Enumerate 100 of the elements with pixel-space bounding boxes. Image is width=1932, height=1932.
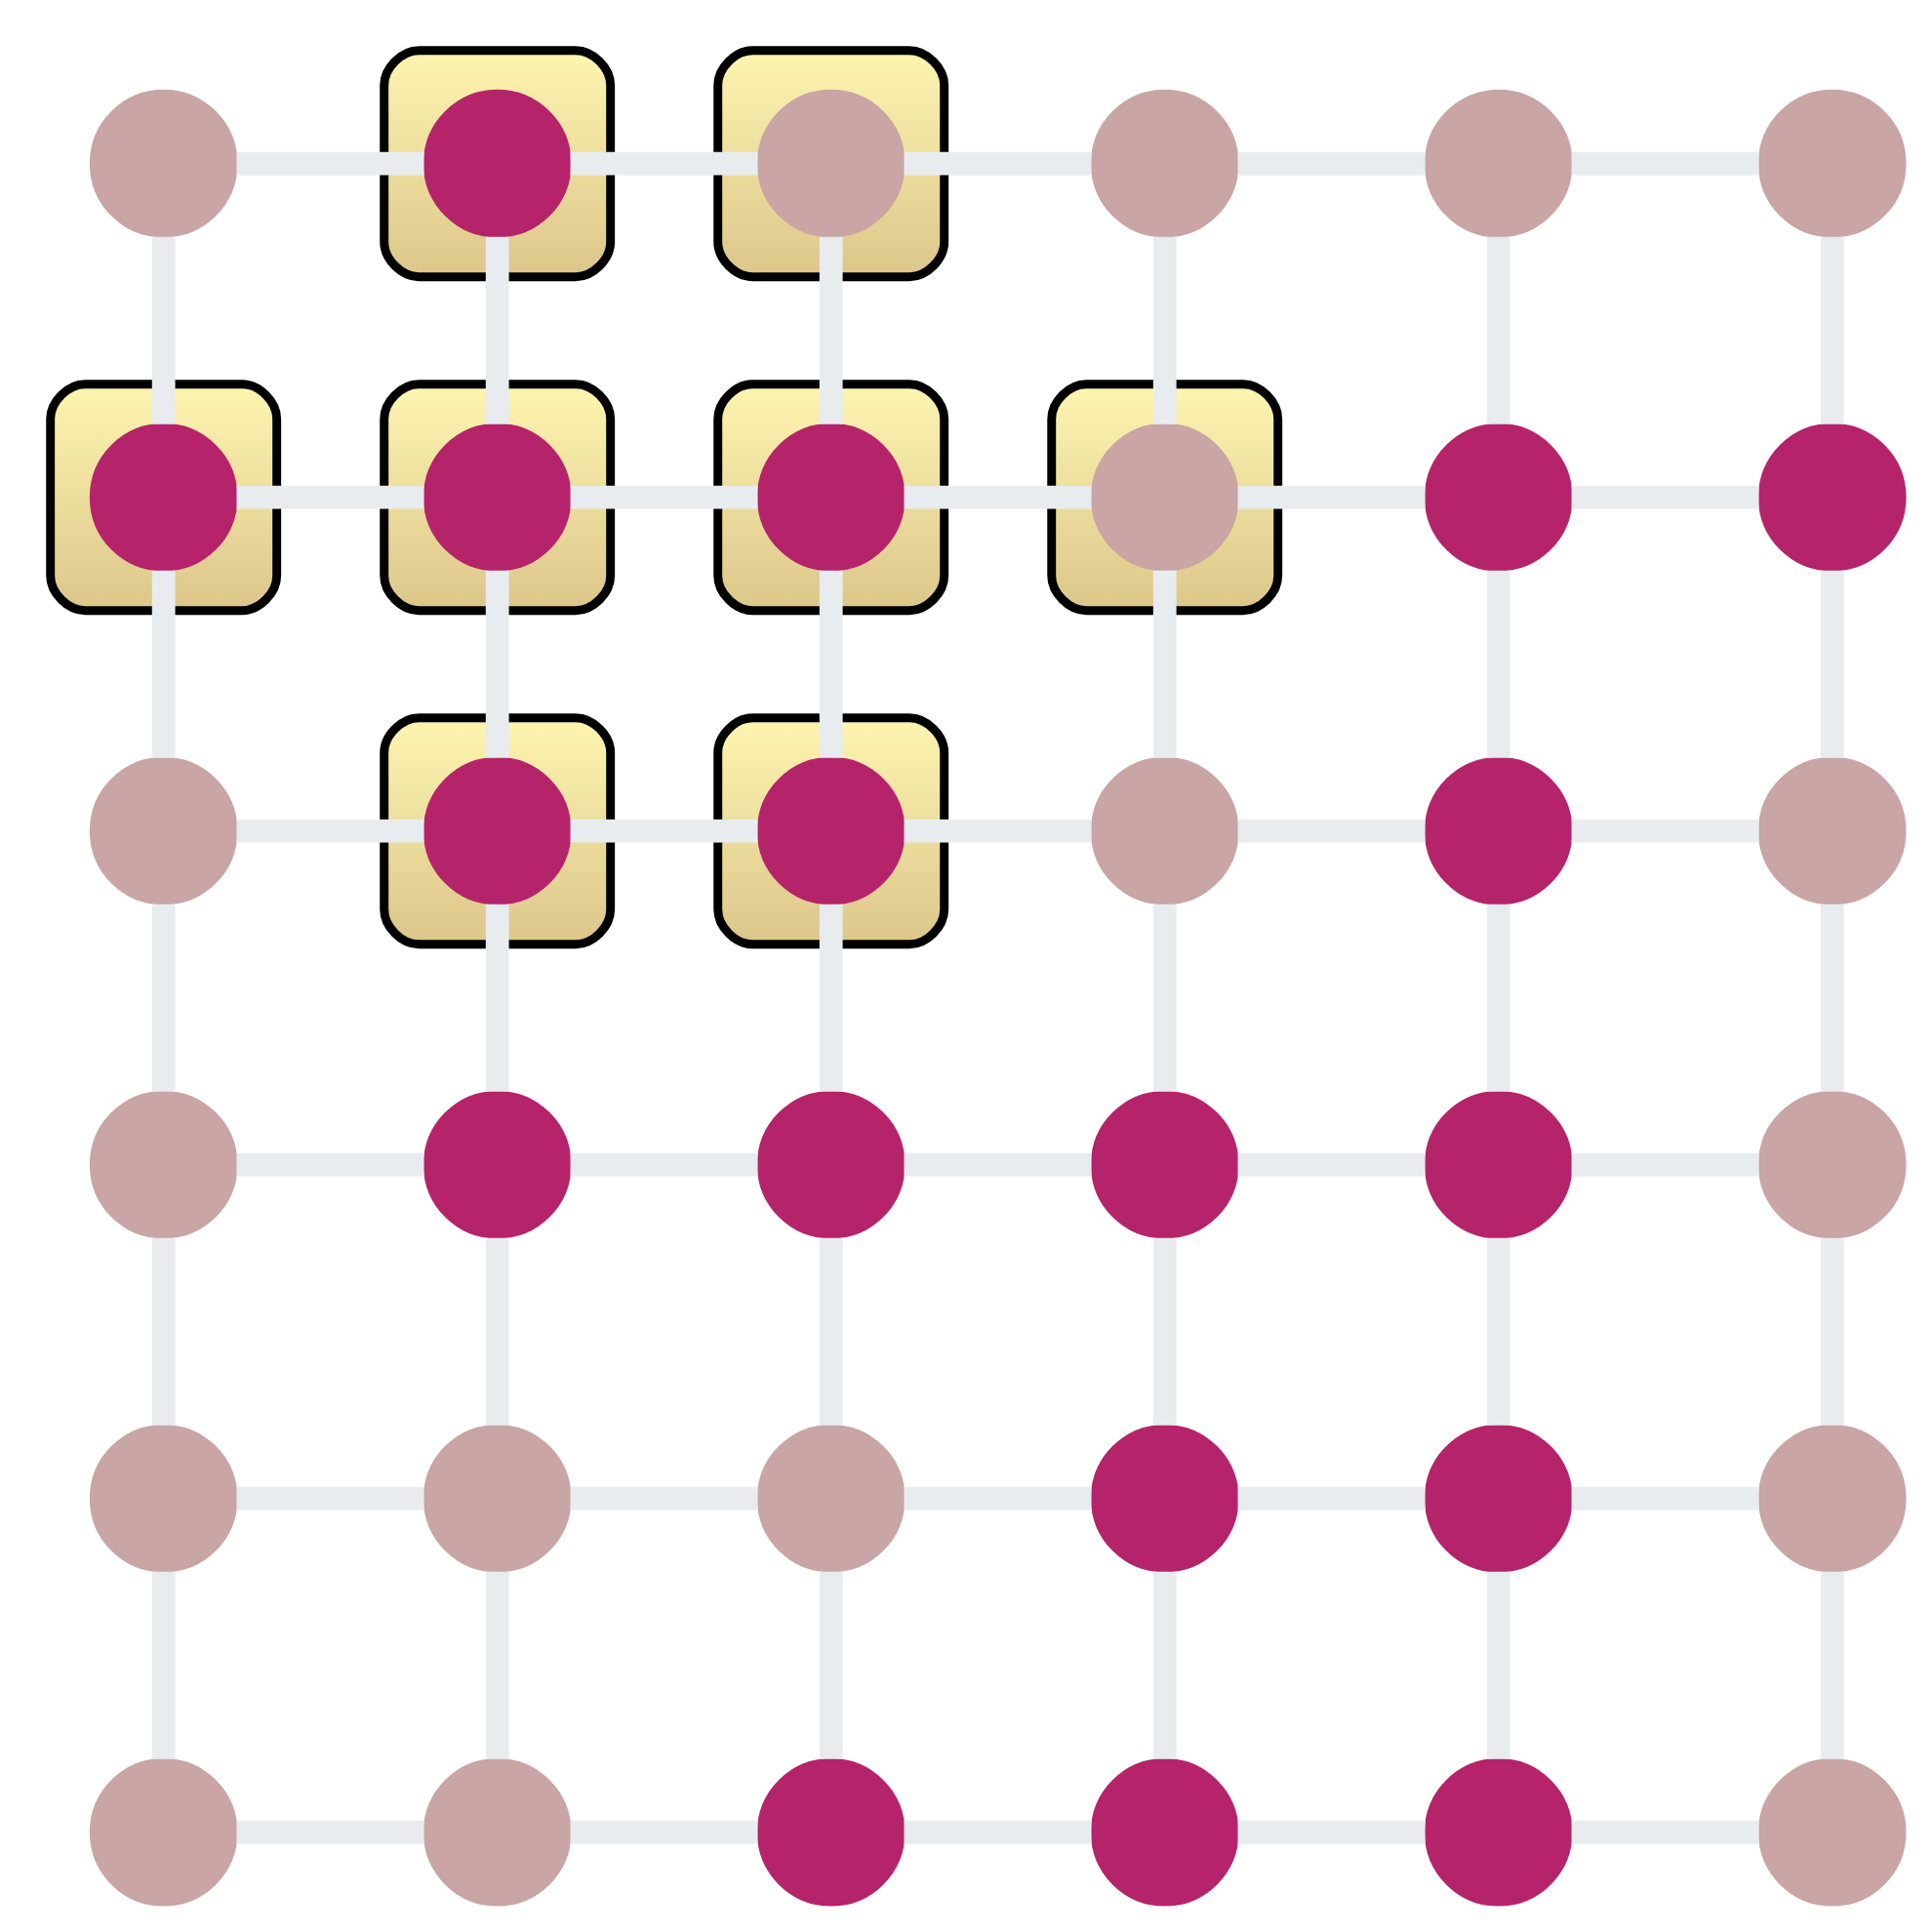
connector <box>236 1152 424 1177</box>
node-circle <box>89 423 238 572</box>
connector <box>236 1820 424 1844</box>
connector <box>570 485 758 509</box>
connector <box>1237 1152 1426 1177</box>
connector <box>904 1486 1092 1510</box>
connector <box>1571 1152 1759 1177</box>
node-circle <box>1090 89 1239 238</box>
connector <box>570 819 758 843</box>
connector <box>1237 1486 1426 1510</box>
connector <box>1820 570 1844 758</box>
connector <box>1152 1237 1177 1426</box>
node-circle <box>1757 1757 1907 1907</box>
node-circle <box>423 756 572 906</box>
node-circle <box>423 1757 572 1907</box>
connector <box>485 1237 509 1426</box>
connector <box>485 904 509 1092</box>
connector <box>1571 819 1759 843</box>
node-circle <box>1757 1424 1907 1573</box>
node-circle <box>756 1424 906 1573</box>
connector <box>1571 1486 1759 1510</box>
connector <box>904 819 1092 843</box>
cluster <box>713 46 949 282</box>
node-circle <box>1090 1757 1239 1907</box>
node-circle <box>89 1090 238 1239</box>
connector <box>1486 1571 1510 1759</box>
node-circle <box>1424 1757 1573 1907</box>
cluster <box>713 380 949 616</box>
connector <box>570 1152 758 1177</box>
node-circle <box>423 423 572 572</box>
connector <box>1571 151 1759 176</box>
connector <box>904 1820 1092 1844</box>
connector <box>1820 904 1844 1092</box>
node-circle <box>89 756 238 906</box>
node-circle <box>1424 1424 1573 1573</box>
node-circle <box>89 1424 238 1573</box>
connector <box>819 904 843 1092</box>
connector <box>151 1571 176 1759</box>
connector <box>570 151 758 176</box>
node-circle <box>756 1757 906 1907</box>
connector <box>819 570 843 758</box>
node-circle <box>1424 89 1573 238</box>
node-circle <box>1090 756 1239 906</box>
node-circle <box>89 1757 238 1907</box>
connector <box>1152 904 1177 1092</box>
connector <box>904 485 1092 509</box>
node-circle <box>423 1090 572 1239</box>
connector <box>819 236 843 424</box>
node-circle <box>1090 1424 1239 1573</box>
connector <box>1152 570 1177 758</box>
node-circle <box>756 1090 906 1239</box>
connector <box>1152 236 1177 424</box>
connector <box>1237 819 1426 843</box>
connector <box>570 1486 758 1510</box>
node-circle <box>423 89 572 238</box>
node-circle <box>1757 1090 1907 1239</box>
connector <box>1486 1237 1510 1426</box>
connector <box>151 904 176 1092</box>
connector <box>1820 1571 1844 1759</box>
cluster <box>380 713 616 949</box>
node-circle <box>756 423 906 572</box>
connector <box>485 570 509 758</box>
connector <box>236 485 424 509</box>
node-circle <box>1090 1090 1239 1239</box>
cluster <box>713 713 949 949</box>
connector <box>1486 904 1510 1092</box>
connector <box>1820 236 1844 424</box>
node-circle <box>756 89 906 238</box>
connector <box>485 236 509 424</box>
node-circle <box>1424 423 1573 572</box>
cluster <box>380 46 616 282</box>
connector <box>236 1486 424 1510</box>
connector <box>236 819 424 843</box>
node-circle <box>1757 756 1907 906</box>
node-circle <box>1424 1090 1573 1239</box>
node-circle <box>1424 756 1573 906</box>
connector <box>1237 151 1426 176</box>
connector <box>904 1152 1092 1177</box>
connector <box>570 1820 758 1844</box>
connector <box>1152 1571 1177 1759</box>
connector <box>1820 1237 1844 1426</box>
connector <box>904 151 1092 176</box>
connector <box>1237 485 1426 509</box>
node-circle <box>1757 89 1907 238</box>
cluster <box>1047 380 1283 616</box>
connector <box>1571 485 1759 509</box>
node-circle <box>1757 423 1907 572</box>
node-circle <box>423 1424 572 1573</box>
connector <box>1237 1820 1426 1844</box>
connector <box>1486 236 1510 424</box>
connector <box>151 1237 176 1426</box>
connector <box>236 151 424 176</box>
node-circle <box>1090 423 1239 572</box>
connector <box>1486 570 1510 758</box>
node-circle <box>756 756 906 906</box>
cluster <box>380 380 616 616</box>
connector <box>819 1571 843 1759</box>
cluster <box>46 380 282 616</box>
connector <box>485 1571 509 1759</box>
node-circle <box>89 89 238 238</box>
